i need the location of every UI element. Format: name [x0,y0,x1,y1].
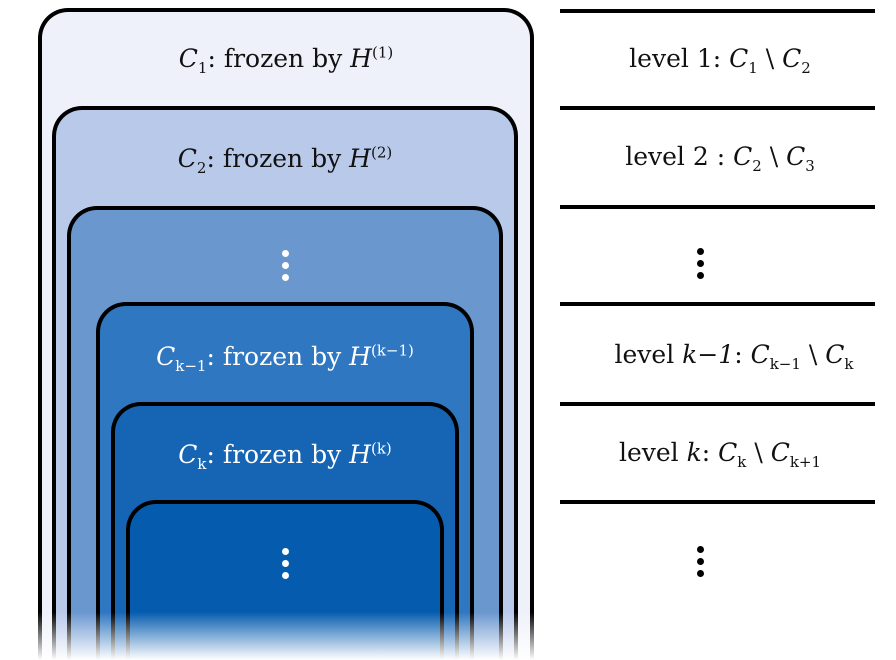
level-label-k: level k: Ck \ Ck+1 [618,438,822,471]
level-rule [560,402,875,406]
set-label-c1: C1: frozen by H(1) [178,43,394,77]
vertical-ellipsis-icon [130,548,440,584]
vertical-ellipsis-icon [71,250,499,286]
set-label-ck: Ck: frozen by H(k) [178,439,392,473]
vertical-ellipsis-icon [560,546,840,582]
level-rule [560,106,875,110]
set-label-ck-minus-1: Ck−1: frozen by H(k−1) [156,341,414,375]
level-label-1: level 1: C1 \ C2 [629,44,811,77]
level-rule [560,205,875,209]
level-rule [560,302,875,306]
level-rule [560,9,875,13]
level-rule [560,500,875,504]
level-label-k-minus-1: level k−1: Ck−1 \ Ck [614,340,854,373]
vertical-ellipsis-icon [560,248,840,284]
level-label-2: level 2 : C2 \ C3 [625,142,815,175]
set-label-c2: C2: frozen by H(2) [177,143,393,177]
bottom-fade [0,612,560,660]
